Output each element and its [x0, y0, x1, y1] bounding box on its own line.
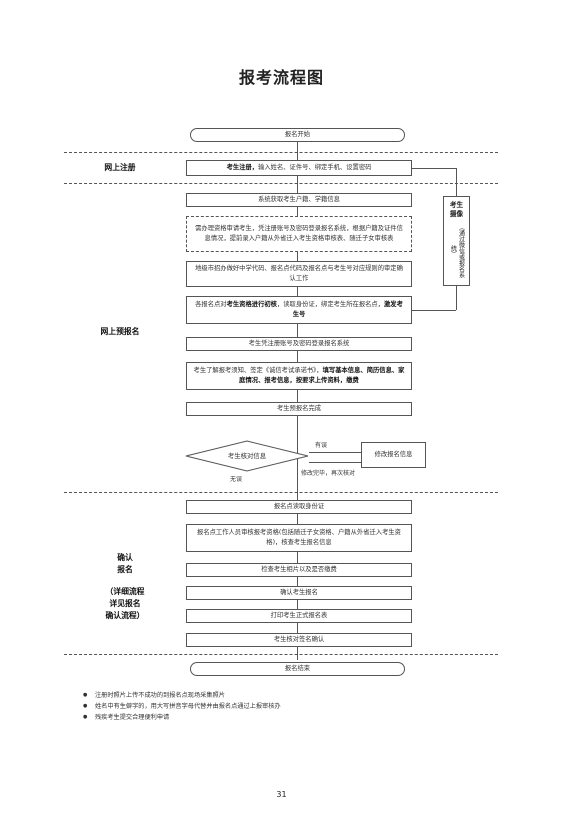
side-camera-box: 考生 摄像 （通过微信或报名系统）: [443, 196, 470, 286]
side-connector-top: [412, 168, 456, 169]
flow-connector: [297, 142, 298, 660]
step-register: 考生注册，输入姓名、证件号、绑定手机、设置密码: [186, 160, 412, 176]
step-read-id: 报名点读取身份证: [186, 500, 412, 514]
section-confirm-detail-l3: 确认流程）: [105, 611, 145, 620]
page-title: 报考流程图: [238, 68, 324, 87]
step-end: 报名结束: [190, 662, 405, 676]
step-sign-confirm: 考生核对签名确认: [186, 633, 412, 647]
step-fetch-info: 系统获取考生户籍、学籍信息: [186, 193, 412, 207]
decision-check-info: [185, 440, 309, 472]
side-camera-text: （通过微信或报名系统）: [449, 224, 465, 278]
section-online-registration: 网上注册: [104, 163, 136, 172]
label-ok: 无误: [230, 476, 243, 483]
side-connector-bottom: [412, 310, 456, 311]
arrow-error: [309, 452, 361, 453]
section-divider: [64, 152, 498, 153]
step-start: 报名开始: [190, 128, 405, 142]
step-print-form: 打印考生正式报名表: [186, 609, 412, 623]
step-city-office: 地级市招办做好中学代码、报名点代码及报名点与考生号对应规则的审定确认工作: [186, 261, 412, 287]
step-fill-info: 考生了解报考须知、签定《诚信考试承诺书》，填写基本信息、简历信息、家庭情况、报考…: [186, 362, 412, 390]
note-item: 姓名中有生僻字的，用大写拼音字母代替并由报名点通过上报审核办: [83, 701, 281, 712]
side-camera-bold-1: 考生: [449, 201, 464, 209]
label-error: 有误: [315, 442, 328, 449]
step-modify-info: 修改报名信息: [361, 442, 426, 468]
step-staff-review: 报名点工作人员审核报考资格(包括随迁子女资格、户籍从外省迁入考生资格)，核查考生…: [186, 524, 412, 552]
section-confirm-detail-l2: 详见报名: [109, 599, 141, 608]
page-number: 31: [276, 790, 287, 799]
side-camera-bold-2: 摄像: [449, 210, 464, 218]
section-online-pre-registration: 网上预报名: [100, 327, 140, 336]
section-divider: [64, 654, 498, 655]
section-confirm-l1: 确认: [117, 553, 133, 562]
section-confirm-l2: 报名: [117, 565, 133, 574]
note-item: 注册时照片上传不成功的到报名点现场采集照片: [83, 690, 281, 701]
decision-label: 考生核对信息: [227, 452, 267, 460]
side-connector-back: [456, 286, 457, 310]
step-login: 考生凭注册账号及密码登录报名系统: [186, 337, 412, 351]
section-confirm-detail-l1: （详细流程: [105, 587, 145, 596]
section-divider: [64, 183, 498, 184]
arrow-recheck: [309, 462, 361, 463]
step-check-photo: 检查考生相片以及是否缴费: [186, 563, 412, 577]
side-connector-down: [456, 168, 457, 196]
step-confirm: 确认考生报名: [186, 586, 412, 600]
step-pre-reg-done: 考生预报名完成: [186, 402, 412, 416]
note-item: 残疾考生提交合理便利申请: [83, 712, 281, 723]
section-divider: [64, 492, 498, 493]
label-recheck: 修改完毕，再次核对: [301, 470, 356, 477]
step-initial-review: 各报名点对考生资格进行初核，读取身份证，绑定考生所在报名点，激发考生号: [186, 296, 412, 324]
notes-list: 注册时照片上传不成功的到报名点现场采集照片 姓名中有生僻字的，用大写拼音字母代替…: [83, 690, 281, 723]
step-qualification-apply: 需办理资格审请考生，凭注册账号及密码登录报名系统，根据户籍及证件信息情况，提前录…: [186, 216, 412, 252]
